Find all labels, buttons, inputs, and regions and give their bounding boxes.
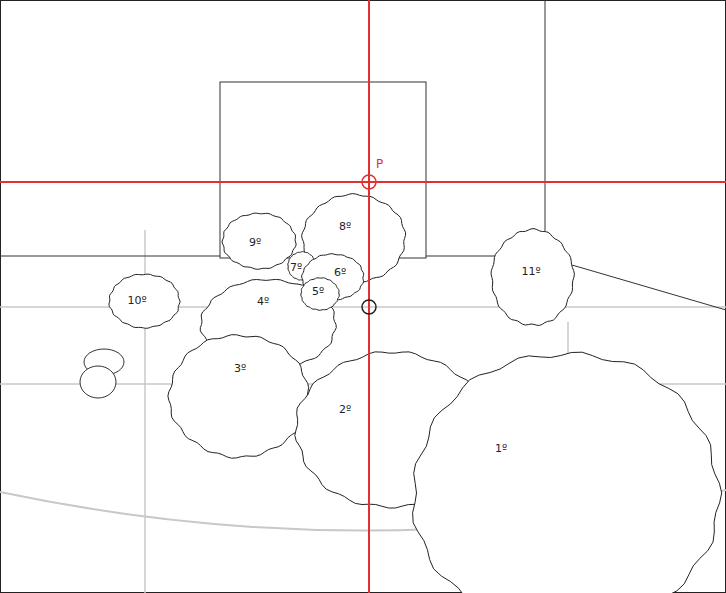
tree-crown: 3º: [166, 332, 312, 460]
tree-crown: 10º: [107, 272, 182, 330]
tree-outline: [408, 348, 724, 593]
tree-number: 11º: [521, 265, 540, 278]
tree-number: 7º: [290, 261, 302, 274]
tree-crown: 5º: [299, 276, 341, 312]
tree-outline: [166, 332, 312, 460]
tree-number: 6º: [334, 266, 346, 279]
tree-number: 10º: [127, 294, 146, 307]
tree-outline: [489, 227, 576, 328]
tree-number: 3º: [234, 362, 246, 375]
tree-number: 9º: [249, 236, 261, 249]
tree-number: 5º: [312, 285, 324, 298]
tree-crown: 9º: [220, 211, 298, 271]
tree-number: 4º: [257, 295, 269, 308]
point-label: P: [376, 157, 383, 171]
tree-number: 1º: [495, 442, 507, 455]
tree-crown: 11º: [489, 227, 576, 328]
tree-number: 2º: [339, 403, 351, 416]
tree-crown: 1º: [408, 348, 724, 593]
tree-number: 8º: [339, 220, 351, 233]
